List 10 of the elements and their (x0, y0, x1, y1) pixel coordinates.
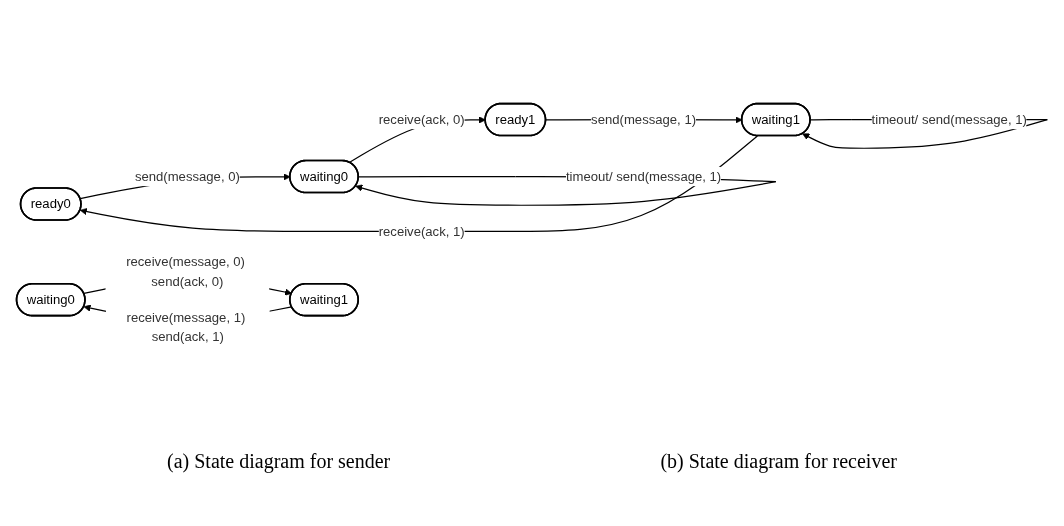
edge-label: receive(ack, 0) (378, 111, 465, 126)
edge-label: send(message, 1) (591, 111, 697, 126)
edge-label: timeout/ send(message, 1) (565, 168, 722, 183)
edge-label: receive(ack, 1) (378, 223, 465, 238)
edge-label: send(message, 0) (134, 168, 240, 183)
caption: (a) State diagram for sender (167, 450, 391, 473)
edge-label: receive(message, 1) send(ack, 1) (126, 309, 246, 344)
caption: (b) State diagram for receiver (660, 450, 897, 473)
edge-label: timeout/ send(message, 1) (871, 111, 1027, 126)
edge-label: receive(message, 0) send(ack, 0) (126, 254, 245, 288)
